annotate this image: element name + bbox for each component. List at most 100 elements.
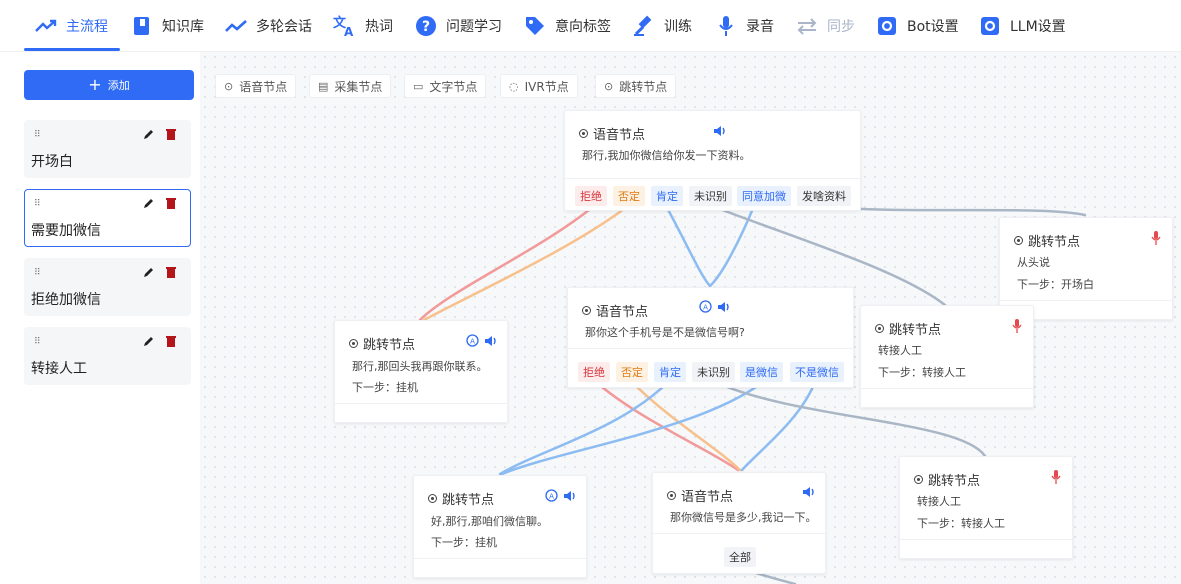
flow-card-opening[interactable]: ⠿ 开场白 xyxy=(24,120,191,178)
node-content: 从头说 xyxy=(1017,256,1050,269)
node-content: 那行,我加你微信给你发一下资料。 xyxy=(582,149,751,162)
drag-handle-icon[interactable]: ⠿ xyxy=(34,268,41,278)
palette-collect-node[interactable]: ▤ 采集节点 xyxy=(309,74,392,98)
flow-card-need-wechat[interactable]: ⠿ 需要加微信 xyxy=(24,189,191,247)
node-title: 语音节点 xyxy=(579,124,645,143)
microphone-icon[interactable] xyxy=(1151,231,1161,245)
branch-tag-not-wechat[interactable]: 不是微信 xyxy=(790,362,844,382)
robot-icon[interactable]: A xyxy=(466,334,479,347)
drag-handle-icon[interactable]: ⠿ xyxy=(34,337,41,347)
nav-label: 训练 xyxy=(664,19,692,35)
nav-question-learning[interactable]: ? 问题学习 xyxy=(414,12,502,40)
pencil-icon[interactable] xyxy=(143,128,155,140)
gear-icon xyxy=(978,14,1002,38)
nav-label: 问题学习 xyxy=(446,19,502,35)
node-title: 语音节点 xyxy=(667,486,733,505)
flow-name: 开场白 xyxy=(31,154,73,170)
node-next-step: 下一步：挂机 xyxy=(352,381,418,394)
node-next-step: 下一步：挂机 xyxy=(431,536,497,549)
nav-recording[interactable]: 录音 xyxy=(714,12,774,40)
voice-node-icon xyxy=(667,491,676,500)
form-icon: ▤ xyxy=(318,79,329,93)
node-content: 那你这个手机号是不是微信号啊? xyxy=(585,326,745,339)
flow-card-transfer-human[interactable]: ⠿ 转接人工 xyxy=(24,327,191,385)
nav-intent-tags[interactable]: 意向标签 xyxy=(523,12,611,40)
drag-handle-icon[interactable]: ⠿ xyxy=(34,199,41,209)
branch-tag-reject[interactable]: 拒绝 xyxy=(578,362,610,382)
voice-node-icon xyxy=(582,306,591,315)
nav-bot-settings[interactable]: Bot设置 xyxy=(875,12,959,40)
trash-icon[interactable] xyxy=(166,197,176,209)
speaker-icon[interactable] xyxy=(717,301,730,313)
speaker-icon[interactable] xyxy=(713,125,726,137)
node-next-step: 下一步：开场白 xyxy=(1017,278,1094,291)
speaker-icon[interactable] xyxy=(563,490,576,502)
branch-tag-unrecognized[interactable]: 未识别 xyxy=(689,186,732,206)
palette-ivr-node[interactable]: ◌IVR节点 xyxy=(500,74,578,98)
divider xyxy=(568,348,853,349)
jump-node-transfer-1[interactable]: 跳转节点 转接人工 下一步：转接人工 xyxy=(860,305,1034,408)
robot-icon[interactable]: A xyxy=(699,300,712,313)
microphone-icon[interactable] xyxy=(1012,319,1022,333)
divider xyxy=(653,533,825,534)
jump-node-transfer-2[interactable]: 跳转节点 转接人工 下一步：转接人工 xyxy=(899,456,1073,559)
jump-node-icon xyxy=(428,494,437,503)
voice-node-icon: ⊙ xyxy=(224,79,234,93)
jump-node-call-later[interactable]: 跳转节点 A 那行,那回头我再跟你联系。 下一步：挂机 xyxy=(334,320,508,423)
robot-icon[interactable]: A xyxy=(545,489,558,502)
pencil-icon[interactable] xyxy=(143,335,155,347)
drag-handle-icon[interactable]: ⠿ xyxy=(34,130,41,140)
voice-node-is-wechat[interactable]: 语音节点 A 那你这个手机号是不是微信号啊? 拒绝 否定 肯定 未识别 是微信 … xyxy=(567,287,854,388)
nav-main-flow[interactable]: 主流程 xyxy=(34,12,108,40)
branch-tag-reject[interactable]: 拒绝 xyxy=(575,186,607,206)
pencil-icon[interactable] xyxy=(143,266,155,278)
nav-multi-turn[interactable]: 多轮会话 xyxy=(224,12,312,40)
nav-training[interactable]: 训练 xyxy=(632,12,692,40)
pencil-icon[interactable] xyxy=(143,197,155,209)
jump-node-chat-wechat[interactable]: 跳转节点 A 好,那行,那咱们微信聊。 下一步：挂机 xyxy=(413,475,587,578)
branch-tag-positive[interactable]: 肯定 xyxy=(651,186,683,206)
branch-tag-positive[interactable]: 肯定 xyxy=(654,362,686,382)
branch-tag-what-info[interactable]: 发啥资料 xyxy=(797,186,851,206)
nav-llm-settings[interactable]: LLM设置 xyxy=(978,12,1066,40)
nav-sync[interactable]: 同步 xyxy=(795,12,855,40)
node-content: 转接人工 xyxy=(917,495,961,508)
flow-name: 转接人工 xyxy=(31,361,87,377)
jump-node-restart[interactable]: 跳转节点 从头说 下一步：开场白 xyxy=(999,217,1173,320)
branch-tag-is-wechat[interactable]: 是微信 xyxy=(740,362,783,382)
flow-card-refuse-wechat[interactable]: ⠿ 拒绝加微信 xyxy=(24,258,191,316)
trash-icon[interactable] xyxy=(166,266,176,278)
palette-text-node[interactable]: ▭文字节点 xyxy=(404,74,487,98)
nav-label: 热词 xyxy=(365,19,393,35)
node-title-text: 跳转节点 xyxy=(889,323,942,338)
nav-label: 意向标签 xyxy=(555,19,611,35)
trash-icon[interactable] xyxy=(166,128,176,140)
help-circle-icon: ? xyxy=(414,14,438,38)
voice-node-ask-wechat-id[interactable]: 语音节点 那你微信号是多少,我记一下。 全部 xyxy=(652,472,826,574)
chip-label: 采集节点 xyxy=(334,79,383,94)
nav-knowledge-base[interactable]: 知识库 xyxy=(130,12,204,40)
nav-label: 同步 xyxy=(827,19,855,35)
branch-tag-agree-wechat[interactable]: 同意加微 xyxy=(737,186,791,206)
keyboard-icon: ▭ xyxy=(413,79,424,93)
palette-jump-node[interactable]: ⊙跳转节点 xyxy=(595,74,677,98)
speaker-icon[interactable] xyxy=(484,335,497,347)
nav-label: LLM设置 xyxy=(1010,19,1066,35)
branch-tag-all[interactable]: 全部 xyxy=(724,547,756,567)
voice-node-send-info[interactable]: 语音节点 那行,我加你微信给你发一下资料。 拒绝 否定 肯定 未识别 同意加微 … xyxy=(564,110,861,211)
node-title-text: 跳转节点 xyxy=(928,474,981,489)
divider xyxy=(900,539,1072,540)
speaker-icon[interactable] xyxy=(802,486,815,498)
divider xyxy=(861,388,1033,389)
trash-icon[interactable] xyxy=(166,335,176,347)
palette-voice-node[interactable]: ⊙语音节点 xyxy=(215,74,297,98)
node-title-text: 跳转节点 xyxy=(363,338,416,353)
microphone-icon[interactable] xyxy=(1051,470,1061,484)
branch-tag-unrecognized[interactable]: 未识别 xyxy=(692,362,735,382)
branch-tag-negative[interactable]: 否定 xyxy=(616,362,648,382)
branch-tag-negative[interactable]: 否定 xyxy=(613,186,645,206)
add-flow-button[interactable]: + 添加 xyxy=(24,70,194,100)
gavel-icon xyxy=(632,14,656,38)
